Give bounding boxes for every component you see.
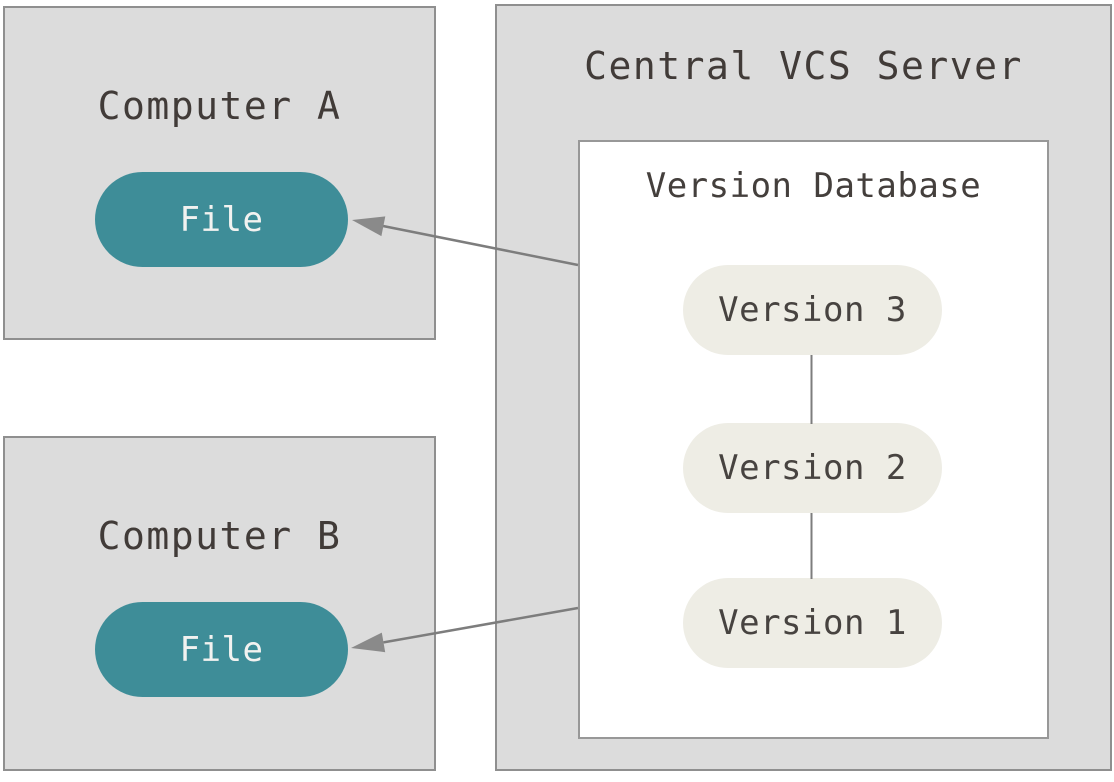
version-3-label: Version 3 — [718, 290, 907, 330]
computer-b-title: Computer B — [97, 514, 342, 558]
computer-a-file-label: File — [179, 199, 264, 240]
computer-b-file-pill: File — [95, 602, 348, 697]
computer-a-file-pill: File — [95, 172, 348, 267]
version-3-pill: Version 3 — [683, 265, 942, 355]
version-database-box: Version Database Version 3 Version 2 Ver… — [578, 140, 1049, 739]
version-1-label: Version 1 — [718, 603, 907, 643]
computer-a-box: Computer A File — [3, 6, 436, 340]
version-1-pill: Version 1 — [683, 578, 942, 668]
version-2-pill: Version 2 — [683, 423, 942, 513]
computer-b-file-label: File — [179, 629, 264, 670]
version-database-title: Version Database — [645, 166, 982, 206]
computer-a-title: Computer A — [97, 84, 342, 128]
central-vcs-server-box: Central VCS Server Version Database Vers… — [495, 4, 1112, 771]
computer-b-box: Computer B File — [3, 436, 436, 771]
central-vcs-server-title: Central VCS Server — [584, 44, 1023, 88]
version-2-label: Version 2 — [718, 448, 907, 488]
